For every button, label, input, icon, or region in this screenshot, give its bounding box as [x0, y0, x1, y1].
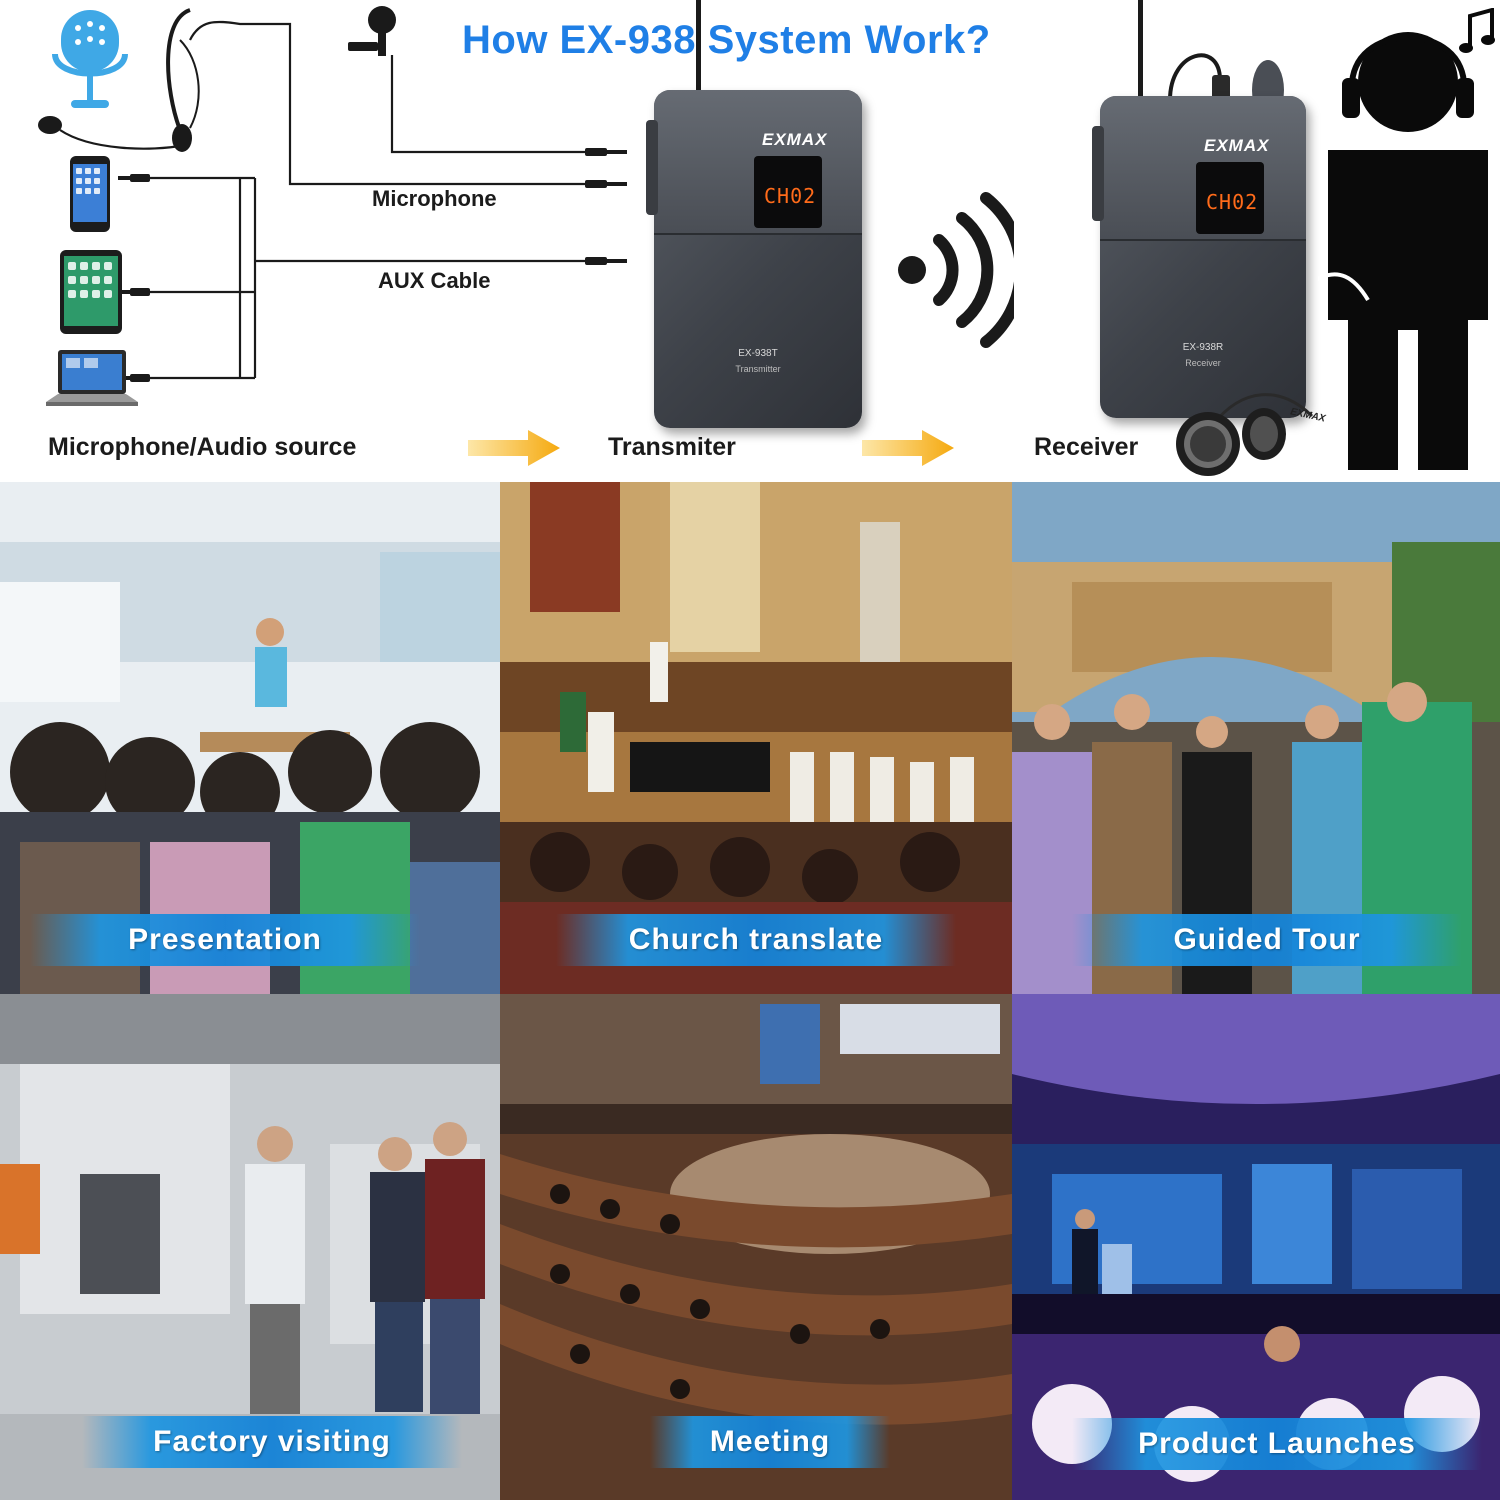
arrow-right-icon [862, 430, 954, 466]
receiver-model: EX-938R [1182, 342, 1224, 353]
cable-lines [59, 20, 627, 382]
scenario-label: Church translate [628, 923, 884, 956]
transmitter-brand: EXMAX [762, 130, 828, 149]
transmitter-subtitle: Transmitter [735, 364, 781, 374]
scenario-product-launches: Product Launches [1012, 994, 1500, 1500]
receiver-display: CH02 [1196, 162, 1264, 234]
arrow-right-icon [468, 430, 560, 466]
scenario-banner: Church translate [556, 914, 956, 966]
scenario-banner: Guided Tour [1072, 914, 1462, 966]
scenario-meeting: Meeting [500, 994, 1012, 1500]
headset-microphone-icon [38, 116, 62, 134]
receiver-antenna [1138, 0, 1143, 98]
microphone-label: Microphone [372, 186, 497, 211]
earphones-icon [1176, 393, 1314, 476]
scenario-banner: Meeting [650, 1416, 890, 1468]
tablet-icon [60, 250, 122, 334]
scenario-presentation: Presentation [0, 482, 500, 994]
transmitter-device: EXMAX CH02 EX-938T Transmitter [646, 90, 862, 428]
receiver-brand: EXMAX [1204, 136, 1270, 155]
headset-icon [166, 8, 200, 152]
transmitter-model: EX-938T [738, 348, 778, 359]
scenario-banner: Product Launches [1072, 1418, 1482, 1470]
music-note-icon [1459, 8, 1495, 53]
scenario-church-translate: Church translate [500, 482, 1012, 994]
product-launch-scene [1012, 994, 1500, 1500]
transmitter-label: Transmiter [608, 433, 736, 461]
lavalier-microphone-icon [348, 6, 396, 56]
smartphone-icon [70, 156, 110, 232]
scenario-label: Product Launches [1138, 1427, 1416, 1460]
source-label: Microphone/Audio source [48, 433, 357, 461]
meeting-scene [500, 994, 1012, 1500]
receiver-subtitle: Receiver [1185, 358, 1221, 368]
receiver-label: Receiver [1034, 433, 1139, 461]
diagram-title: How EX-938 System Work? [462, 18, 991, 62]
aux-cable-label: AUX Cable [378, 268, 491, 293]
person-headphones-icon [1318, 32, 1488, 470]
transmitter-antenna [696, 0, 701, 95]
system-diagram: How EX-938 System Work? [0, 0, 1500, 482]
scenario-label: Presentation [128, 923, 322, 956]
scenario-label: Guided Tour [1173, 923, 1361, 956]
scenario-label: Factory visiting [153, 1425, 391, 1458]
scenario-guided-tour: Guided Tour [1012, 482, 1500, 994]
scenario-factory-visiting: Factory visiting [0, 994, 500, 1500]
scenario-label: Meeting [709, 1425, 831, 1458]
transmitter-display: CH02 [754, 156, 822, 228]
microphone-icon [52, 10, 128, 108]
receiver-device: EXMAX CH02 EX-938R Receiver [1092, 96, 1306, 418]
wireless-signal-icon [898, 192, 1014, 348]
scenario-banner: Presentation [30, 914, 420, 966]
scenario-banner: Factory visiting [82, 1416, 462, 1468]
laptop-icon [46, 350, 138, 406]
